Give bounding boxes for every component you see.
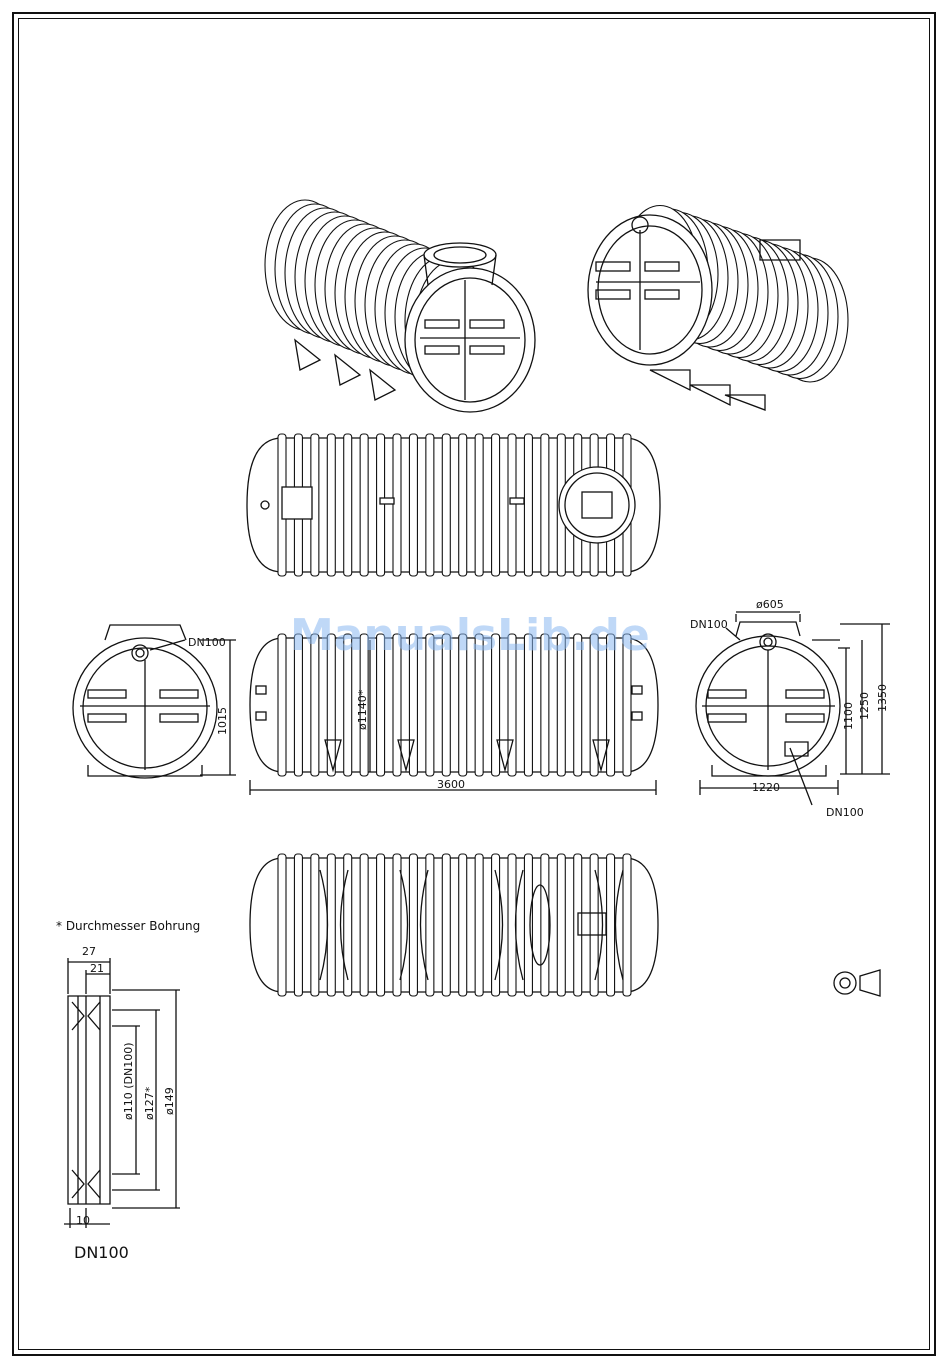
- seal-21-dim: 21: [90, 962, 104, 975]
- rib: [623, 854, 631, 996]
- rib: [541, 434, 549, 576]
- seal-title: DN100: [74, 1243, 129, 1262]
- rib: [524, 854, 532, 996]
- rib: [459, 854, 467, 996]
- end-dn100-bottom-label: DN100: [826, 806, 864, 819]
- seal-10-dim: 10: [76, 1214, 90, 1227]
- end-1350-dim: 1350: [876, 684, 889, 712]
- rib: [607, 854, 615, 996]
- front-length-dim: 3600: [437, 778, 465, 791]
- rib: [409, 434, 417, 576]
- rib: [393, 434, 401, 576]
- rib: [393, 854, 401, 996]
- end-dn100-top-label: DN100: [690, 618, 728, 631]
- end-1250-dim: 1250: [858, 692, 871, 720]
- projection-symbol: [834, 970, 880, 996]
- rib: [557, 854, 565, 996]
- rib: [524, 434, 532, 576]
- rib: [294, 854, 302, 996]
- rib: [278, 634, 286, 776]
- top-view: [247, 434, 660, 576]
- drilling-note: * Durchmesser Bohrung: [56, 919, 200, 933]
- rib: [442, 434, 450, 576]
- rib: [377, 854, 385, 996]
- rib: [475, 434, 483, 576]
- rib: [459, 434, 467, 576]
- end-1100-dim: 1100: [842, 702, 855, 730]
- rib: [409, 854, 417, 996]
- rib: [541, 854, 549, 996]
- rib: [377, 434, 385, 576]
- rib: [508, 434, 516, 576]
- rib: [344, 854, 352, 996]
- end-dome-dim: ø605: [756, 598, 784, 611]
- rib: [278, 854, 286, 996]
- rib: [311, 854, 319, 996]
- seal-110-dim: ø110 (DN100): [122, 1043, 135, 1121]
- rib: [426, 434, 434, 576]
- rib: [344, 434, 352, 576]
- rib: [327, 434, 335, 576]
- iso-view-right: [588, 206, 848, 411]
- seal-127-dim: ø127*: [143, 1086, 156, 1120]
- rib: [360, 854, 368, 996]
- rib: [475, 854, 483, 996]
- rib: [492, 434, 500, 576]
- iso-view-left: [265, 200, 535, 412]
- end-width-dim: 1220: [752, 781, 780, 794]
- rib: [442, 854, 450, 996]
- rib: [508, 854, 516, 996]
- bottom-view: [250, 854, 658, 996]
- rib: [360, 434, 368, 576]
- side-height-dim: 1015: [216, 707, 229, 735]
- seal-149-dim: ø149: [163, 1087, 176, 1115]
- watermark: ManualsLib.de: [290, 610, 650, 661]
- rib: [327, 854, 335, 996]
- side-dn100-label: DN100: [188, 636, 226, 649]
- seal-27-dim: 27: [82, 945, 96, 958]
- front-diameter-dim: ø1140*: [356, 689, 369, 730]
- rib: [492, 854, 500, 996]
